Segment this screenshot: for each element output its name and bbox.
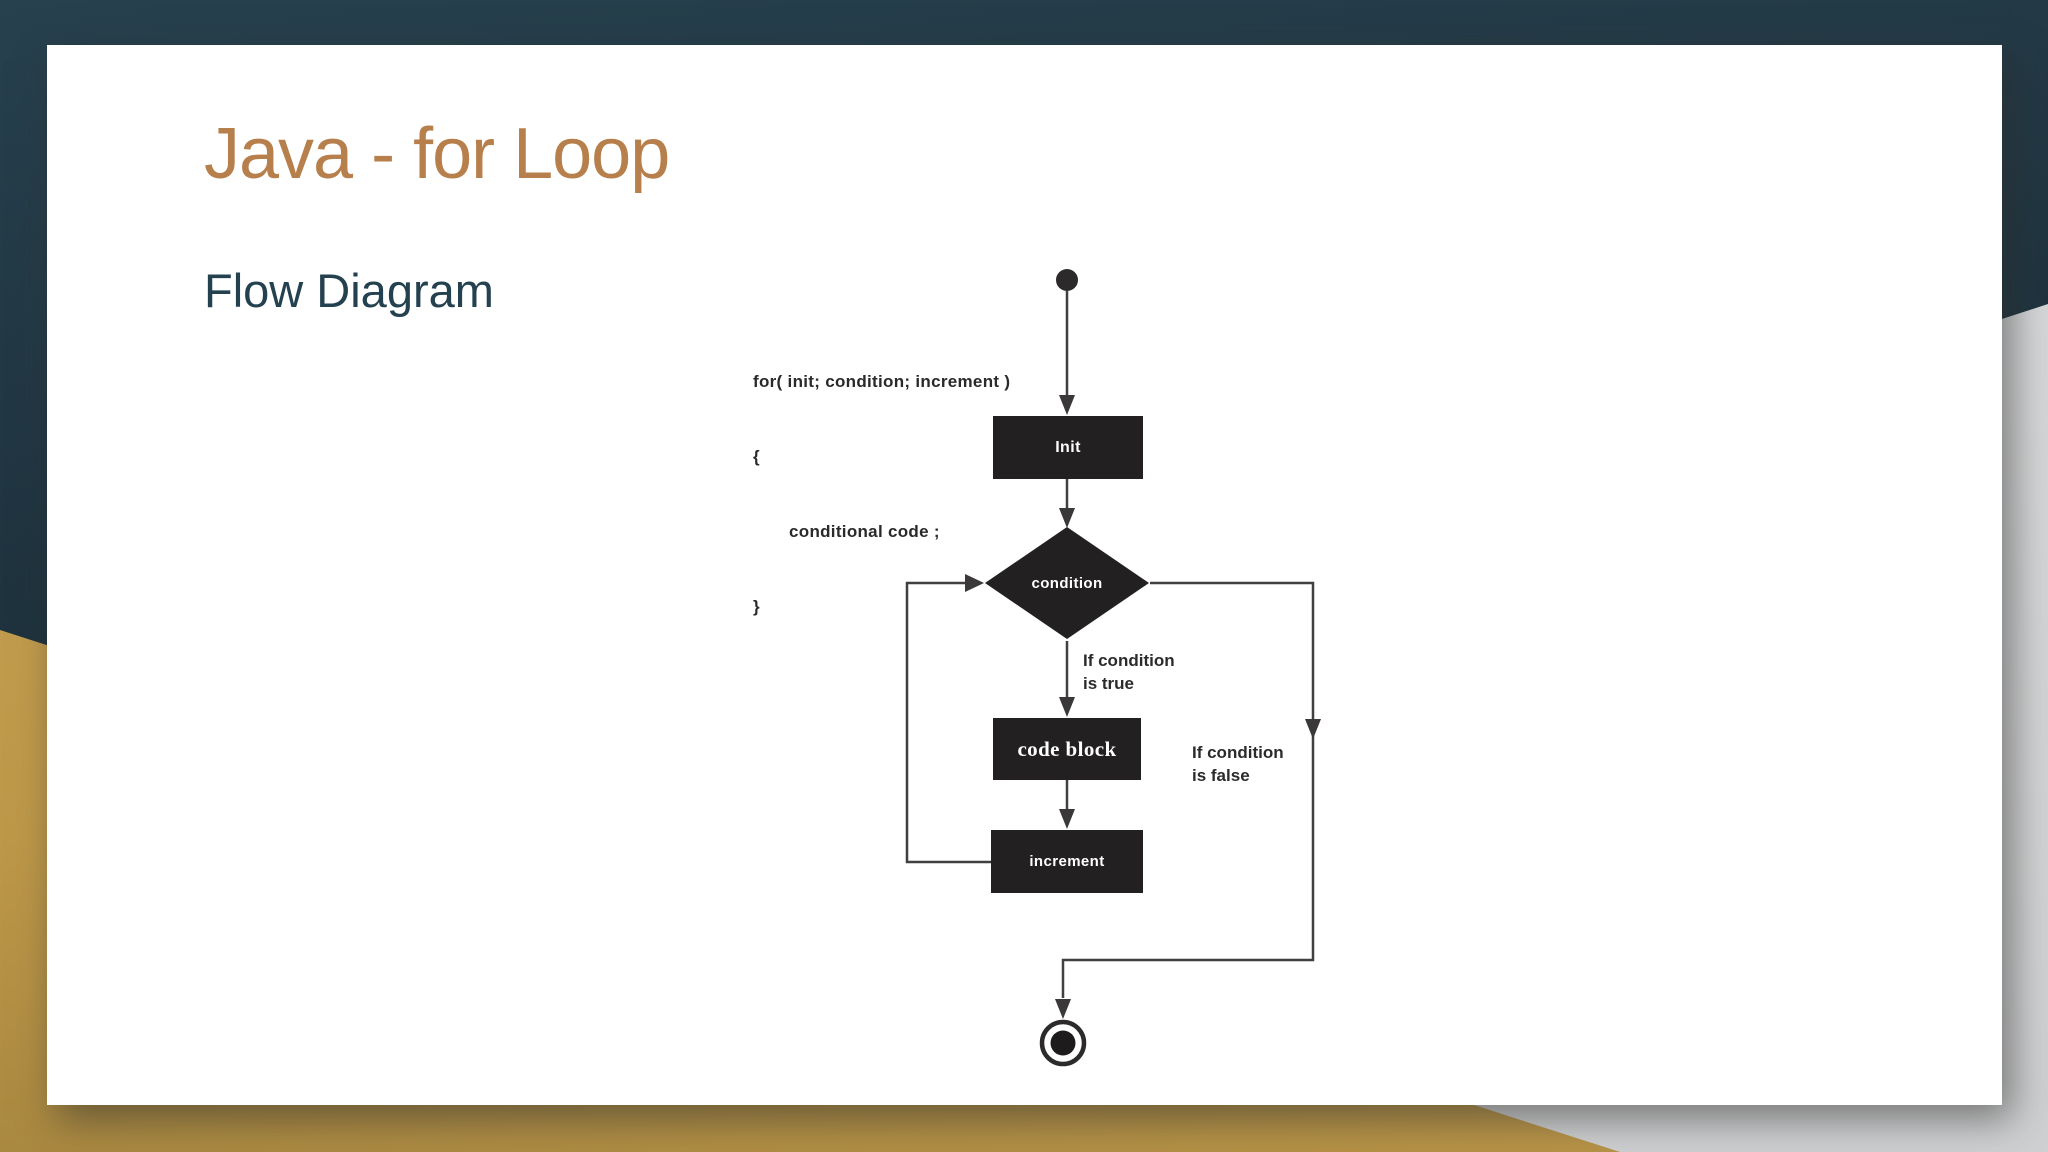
slide: Java - for Loop Flow Diagram for( init; … xyxy=(47,45,2002,1105)
end-node xyxy=(1039,1019,1087,1067)
for-loop-code-snippet: for( init; condition; increment ) { cond… xyxy=(753,319,1010,669)
start-node xyxy=(1056,269,1078,291)
for-loop-flow-diagram: for( init; condition; increment ) { cond… xyxy=(47,45,2002,1105)
code-line: for( init; condition; increment ) xyxy=(753,372,1011,391)
code-block-node: code block xyxy=(993,718,1141,780)
code-line: } xyxy=(753,597,760,616)
slide-subtitle: Flow Diagram xyxy=(204,264,494,317)
code-line: conditional code ; xyxy=(789,522,940,541)
page-title: Java - for Loop xyxy=(204,114,670,194)
code-line: { xyxy=(753,447,760,466)
increment-node: increment xyxy=(991,830,1143,893)
connector-lines xyxy=(905,269,1321,1067)
true-branch-label: If condition is true xyxy=(1083,651,1175,693)
init-node: Init xyxy=(993,416,1143,479)
arrowheads xyxy=(965,395,1321,1019)
false-branch-label: If condition is false xyxy=(1192,743,1284,785)
